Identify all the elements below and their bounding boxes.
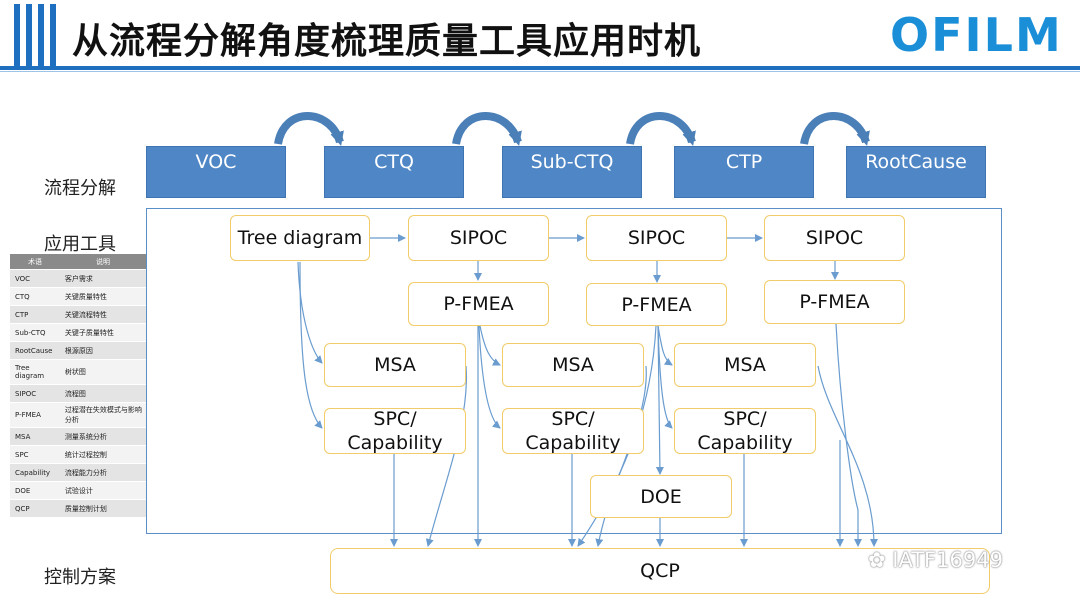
glossary-term: SPC <box>10 445 60 464</box>
tool-spc-capability-3: SPC/ Capability <box>674 408 816 454</box>
glossary-desc: 统计过程控制 <box>59 445 146 464</box>
stage-arrow-4 <box>800 112 870 146</box>
tool-msa-2: MSA <box>502 343 644 387</box>
stage-rootcause: RootCause <box>846 146 986 198</box>
glossary-desc: 流程能力分析 <box>59 463 146 482</box>
tool-sipoc-2: SIPOC <box>586 215 727 261</box>
tool-sipoc-3: SIPOC <box>764 215 905 261</box>
tool-spc-capability-1: SPC/ Capability <box>324 408 466 454</box>
tool-sipoc-1: SIPOC <box>408 215 549 261</box>
glossary-term: CTQ <box>10 287 60 306</box>
glossary-term: QCP <box>10 499 60 518</box>
glossary-term: Sub-CTQ <box>10 323 60 342</box>
header-divider <box>0 66 1080 70</box>
glossary-header-desc: 说明 <box>59 254 146 270</box>
row-label-tools: 应用工具 <box>44 234 116 255</box>
glossary-desc: 客户需求 <box>59 269 146 288</box>
glossary-desc: 质量控制计划 <box>59 499 146 518</box>
stage-ctq: CTQ <box>324 146 464 198</box>
glossary-term: Capability <box>10 463 60 482</box>
row-label-decomposition: 流程分解 <box>44 178 116 199</box>
glossary-header-term: 术语 <box>10 254 60 270</box>
tool-pfmea-2: P-FMEA <box>586 283 727 326</box>
row-label-control: 控制方案 <box>44 567 116 588</box>
tool-msa-1: MSA <box>324 343 466 387</box>
company-logo: OFILM <box>890 8 1063 62</box>
glossary-desc: 关键流程特性 <box>59 305 146 324</box>
tool-pfmea-3: P-FMEA <box>764 280 905 324</box>
glossary-term: SIPOC <box>10 384 60 403</box>
glossary-desc: 测量系统分析 <box>59 427 146 446</box>
stage-ctp: CTP <box>674 146 814 198</box>
stage-arrow-2 <box>452 112 522 146</box>
tool-tree-diagram: Tree diagram <box>230 215 370 261</box>
tool-doe: DOE <box>590 475 732 518</box>
page-title: 从流程分解角度梳理质量工具应用时机 <box>72 21 702 62</box>
tool-pfmea-1: P-FMEA <box>408 282 549 326</box>
glossary-desc: 关键子质量特性 <box>59 323 146 342</box>
glossary-term: MSA <box>10 427 60 446</box>
glossary-term: VOC <box>10 269 60 288</box>
glossary-term: P-FMEA <box>10 402 60 428</box>
glossary-term: RootCause <box>10 341 60 360</box>
header-divider-thin <box>0 71 1080 72</box>
glossary-header: 术语 说明 <box>10 254 146 270</box>
tool-qcp: QCP <box>330 548 990 594</box>
watermark-text: IATF16949 <box>892 548 1003 572</box>
glossary-desc: 过程潜在失效模式与影响分析 <box>59 402 146 428</box>
glossary-term: DOE <box>10 481 60 500</box>
wechat-icon: ✿ <box>868 548 886 572</box>
glossary-desc: 流程图 <box>59 384 146 403</box>
stage-voc: VOC <box>146 146 286 198</box>
glossary-term: CTP <box>10 305 60 324</box>
glossary-desc: 树状图 <box>59 359 146 385</box>
glossary-desc: 试验设计 <box>59 481 146 500</box>
tool-msa-3: MSA <box>674 343 816 387</box>
glossary-term: Tree diagram <box>10 359 60 385</box>
stage-arrow-3 <box>626 112 696 146</box>
stage-arrow-1 <box>274 112 344 146</box>
glossary-desc: 关键质量特性 <box>59 287 146 306</box>
watermark: ✿ IATF16949 <box>868 548 1003 572</box>
glossary-desc: 根源原因 <box>59 341 146 360</box>
tool-spc-capability-2: SPC/ Capability <box>502 408 644 454</box>
stage-sub-ctq: Sub-CTQ <box>502 146 642 198</box>
